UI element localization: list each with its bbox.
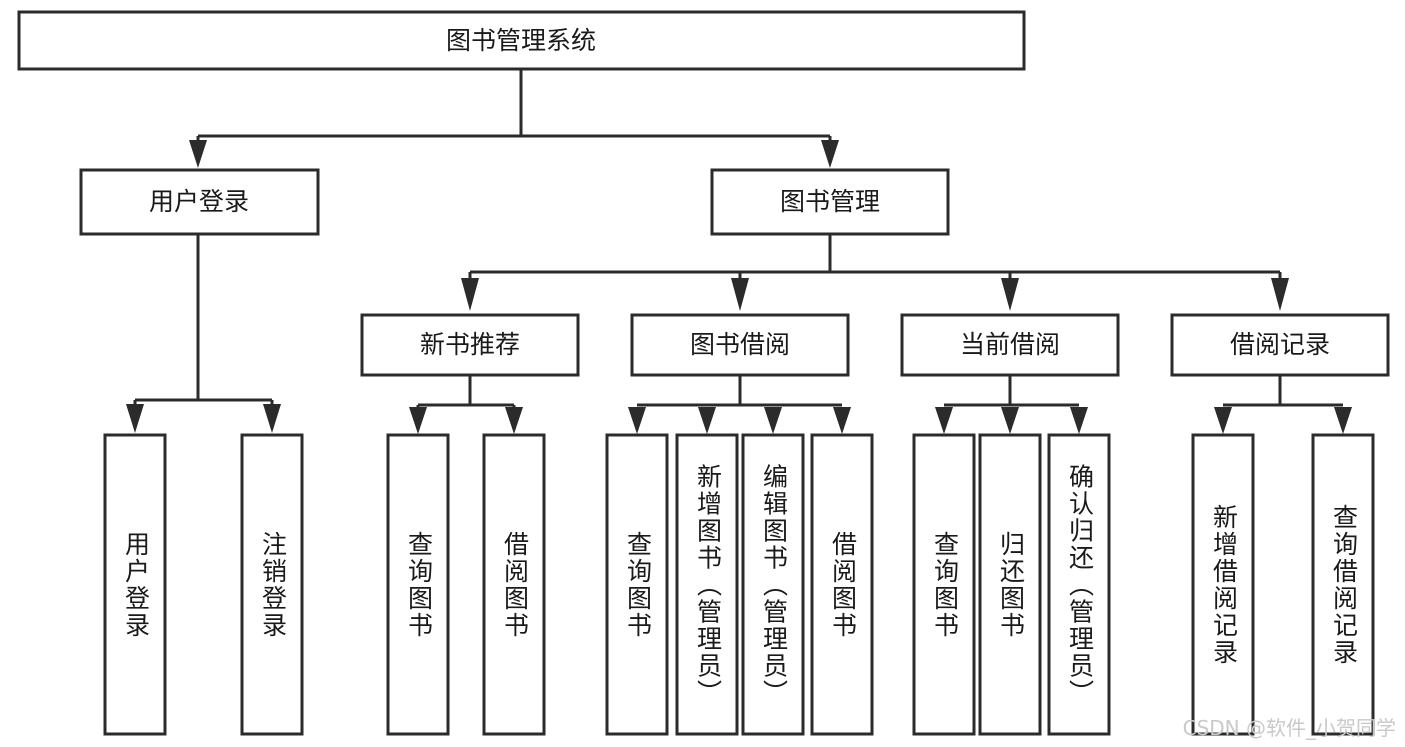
- node-book-manage[interactable]: 图书管理: [710, 168, 950, 236]
- node-leaf-edit-book-label: 编辑图书（管理员）: [760, 464, 789, 707]
- node-root[interactable]: 图书管理系统: [17, 10, 1026, 71]
- node-leaf-query-book-1-box[interactable]: [386, 433, 450, 736]
- watermark-label: CSDN @软件_小贺同学: [1183, 716, 1396, 740]
- node-leaf-user-login[interactable]: 用户登录: [103, 433, 167, 736]
- arrowhead-leaf-add-book: [698, 407, 716, 434]
- node-new-book-recommend-label: 新书推荐: [420, 330, 520, 359]
- node-book-manage-box[interactable]: [710, 168, 950, 236]
- node-leaf-edit-book[interactable]: 编辑图书（管理员）: [741, 433, 805, 736]
- node-leaf-query-book-1[interactable]: 查询图书: [386, 433, 450, 736]
- node-leaf-query-book-2[interactable]: 查询图书: [605, 433, 669, 736]
- arrowhead-leaf-query-book-1: [409, 407, 427, 434]
- node-leaf-add-book[interactable]: 新增图书（管理员）: [675, 433, 739, 736]
- node-new-book-recommend[interactable]: 新书推荐: [360, 313, 580, 377]
- arrowhead-new-book-recommend: [461, 278, 479, 311]
- node-borrow-record-box[interactable]: [1170, 313, 1390, 377]
- arrowhead-book-borrow: [731, 278, 749, 311]
- arrowhead-leaf-confirm-return: [1070, 407, 1088, 434]
- arrowhead-leaf-query-record: [1334, 407, 1352, 434]
- node-leaf-borrow-book-2-box[interactable]: [810, 433, 874, 736]
- arrowhead-user-login: [189, 140, 207, 168]
- node-leaf-query-book-2-label: 查询图书: [624, 531, 653, 639]
- node-leaf-user-logout-box[interactable]: [240, 433, 304, 736]
- node-leaf-confirm-return[interactable]: 确认归还（管理员）: [1047, 433, 1111, 736]
- node-leaf-confirm-return-label: 确认归还（管理员）: [1066, 464, 1095, 707]
- node-leaf-borrow-book-1-label: 借阅图书: [501, 531, 530, 639]
- node-leaf-query-record-label: 查询借阅记录: [1330, 504, 1359, 666]
- node-book-borrow-label: 图书借阅: [690, 330, 790, 359]
- node-user-login[interactable]: 用户登录: [79, 168, 320, 236]
- node-leaf-query-record[interactable]: 查询借阅记录: [1311, 433, 1375, 736]
- node-leaf-borrow-book-1-box[interactable]: [482, 433, 546, 736]
- node-leaf-query-book-3[interactable]: 查询图书: [912, 433, 976, 736]
- node-leaf-confirm-return-box[interactable]: [1047, 433, 1111, 736]
- node-leaf-query-book-3-box[interactable]: [912, 433, 976, 736]
- node-user-login-label: 用户登录: [149, 187, 249, 216]
- node-leaf-user-logout[interactable]: 注销登录: [240, 433, 304, 736]
- node-current-borrow[interactable]: 当前借阅: [900, 313, 1120, 377]
- node-leaf-query-book-1-label: 查询图书: [405, 531, 434, 639]
- node-root-label: 图书管理系统: [446, 26, 596, 55]
- arrowhead-borrow-record: [1271, 278, 1289, 311]
- arrowhead-leaf-borrow-book-2: [833, 407, 851, 434]
- arrowhead-leaf-user-login: [126, 404, 144, 433]
- node-leaf-borrow-book-2-label: 借阅图书: [829, 531, 858, 639]
- arrowhead-leaf-query-book-2: [628, 407, 646, 434]
- node-leaf-add-book-label: 新增图书（管理员）: [694, 464, 723, 707]
- arrowhead-leaf-add-record: [1214, 407, 1232, 434]
- node-leaf-borrow-book-1[interactable]: 借阅图书: [482, 433, 546, 736]
- node-leaf-user-login-label: 用户登录: [122, 531, 151, 639]
- node-book-borrow[interactable]: 图书借阅: [630, 313, 850, 377]
- node-leaf-user-login-box[interactable]: [103, 433, 167, 736]
- node-book-manage-label: 图书管理: [780, 187, 880, 216]
- node-leaf-query-book-2-box[interactable]: [605, 433, 669, 736]
- node-borrow-record[interactable]: 借阅记录: [1170, 313, 1390, 377]
- node-leaf-return-book-label: 归还图书: [997, 531, 1026, 639]
- arrowhead-leaf-edit-book: [764, 407, 782, 434]
- arrowhead-leaf-user-logout: [263, 404, 281, 433]
- arrowhead-current-borrow: [1001, 278, 1019, 311]
- node-root-box[interactable]: [17, 10, 1026, 71]
- connector-layer: [126, 69, 1352, 434]
- node-current-borrow-box[interactable]: [900, 313, 1120, 377]
- node-leaf-return-book-box[interactable]: [978, 433, 1042, 736]
- node-leaf-edit-book-box[interactable]: [741, 433, 805, 736]
- arrowhead-leaf-borrow-book-1: [505, 407, 523, 434]
- arrowhead-leaf-query-book-3: [935, 407, 953, 434]
- arrowhead-leaf-return-book: [1001, 407, 1019, 434]
- node-current-borrow-label: 当前借阅: [960, 330, 1060, 359]
- node-leaf-add-record-box[interactable]: [1191, 433, 1255, 736]
- node-leaf-add-book-box[interactable]: [675, 433, 739, 736]
- node-leaf-query-record-box[interactable]: [1311, 433, 1375, 736]
- arrowhead-book-manage: [821, 140, 839, 168]
- node-leaf-add-record[interactable]: 新增借阅记录: [1191, 433, 1255, 736]
- node-leaf-add-record-label: 新增借阅记录: [1210, 504, 1239, 666]
- node-leaf-return-book[interactable]: 归还图书: [978, 433, 1042, 736]
- node-leaf-user-logout-label: 注销登录: [259, 531, 288, 639]
- node-borrow-record-label: 借阅记录: [1230, 330, 1330, 359]
- node-book-borrow-box[interactable]: [630, 313, 850, 377]
- node-new-book-recommend-box[interactable]: [360, 313, 580, 377]
- node-user-login-box[interactable]: [79, 168, 320, 236]
- node-leaf-query-book-3-label: 查询图书: [931, 531, 960, 639]
- node-leaf-borrow-book-2[interactable]: 借阅图书: [810, 433, 874, 736]
